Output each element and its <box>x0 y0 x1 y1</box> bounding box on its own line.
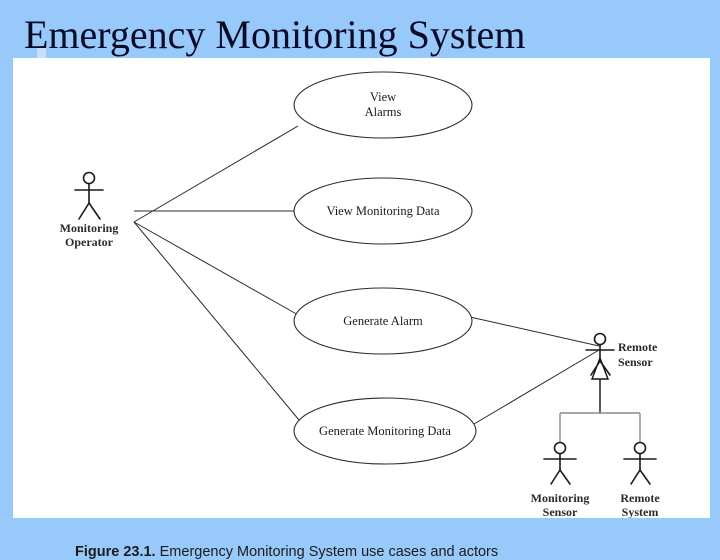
figure-caption: Figure 23.1. Emergency Monitoring System… <box>75 544 498 560</box>
figure-caption-text: Emergency Monitoring System use cases an… <box>159 544 499 560</box>
actor-label-2: System <box>622 505 659 518</box>
use-case-label-2: Alarms <box>365 105 402 119</box>
association-lines <box>133 125 600 427</box>
assoc-generate-alarm-to-sensor <box>469 316 600 347</box>
use-case-diagram: View Alarms View Monitoring Data Generat… <box>60 71 660 519</box>
use-case-label: View <box>370 90 396 104</box>
assoc-operator-to-generate-alarm <box>133 221 301 317</box>
assoc-operator-to-generate-data <box>133 221 305 427</box>
use-case-generate-monitoring-data[interactable]: Generate Monitoring Data <box>293 397 477 465</box>
actor-label: Remote <box>618 340 658 354</box>
use-case-view-alarms[interactable]: View Alarms <box>293 71 473 139</box>
actor-label: Remote <box>620 491 660 505</box>
title-shadow-accent <box>37 48 46 66</box>
use-case-generate-alarm[interactable]: Generate Alarm <box>293 287 473 355</box>
actor-label-2: Sensor <box>618 355 653 369</box>
use-case-view-monitoring-data[interactable]: View Monitoring Data <box>293 177 473 245</box>
assoc-generate-data-to-sensor <box>473 349 600 425</box>
actor-remote-system[interactable]: Remote System <box>620 441 660 519</box>
presentation-slide: Emergency Monitoring System View Alarms … <box>13 12 710 560</box>
assoc-operator-to-view-alarms <box>133 125 299 223</box>
use-case-label: View Monitoring Data <box>326 204 440 218</box>
figure-caption-number: Figure 23.1. <box>75 544 156 560</box>
figure-panel: View Alarms View Monitoring Data Generat… <box>13 58 710 560</box>
generalization-tree <box>559 356 641 443</box>
actor-label: Monitoring <box>60 221 119 235</box>
actor-monitoring-sensor[interactable]: Monitoring Sensor <box>531 441 590 519</box>
actor-label-2: Sensor <box>543 505 578 518</box>
actor-remote-sensor[interactable]: Remote Sensor <box>585 332 658 376</box>
page-title: Emergency Monitoring System <box>24 12 526 57</box>
use-case-label: Generate Alarm <box>343 314 423 328</box>
actor-label-2: Operator <box>65 235 114 249</box>
actor-label: Monitoring <box>531 491 590 505</box>
use-case-label: Generate Monitoring Data <box>319 424 451 438</box>
actor-monitoring-operator[interactable]: Monitoring Operator <box>60 171 119 250</box>
